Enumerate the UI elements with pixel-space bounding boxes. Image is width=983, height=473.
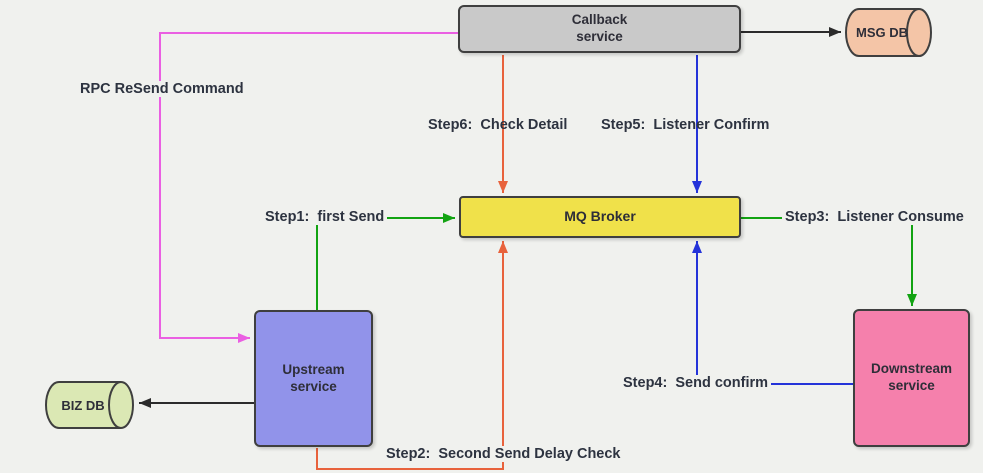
node-msg-db: MSG DB [845, 8, 933, 57]
biz-db-label: BIZ DB [61, 397, 105, 413]
label-step5-listener-confirm: Step5: Listener Confirm [601, 117, 770, 133]
label-step1-first-send: Step1: first Send [262, 209, 388, 225]
cylinder-shape-msg-db [845, 8, 932, 57]
cylinder-shape-biz-db [45, 381, 134, 429]
node-downstream-service: Downstream service [853, 309, 970, 447]
msg-db-label: MSG DB [856, 25, 908, 40]
node-callback-service: Callback service [458, 5, 741, 53]
edge-step3-listener-consume [741, 217, 917, 306]
node-biz-db: BIZ DB [45, 381, 135, 429]
node-mq-broker: MQ Broker [459, 196, 741, 238]
label-step6-check-detail: Step6: Check Detail [428, 117, 568, 133]
edge-step1-first-send [316, 213, 455, 310]
label-rpc-resend-command: RPC ReSend Command [77, 81, 247, 97]
label-step4-send-confirm: Step4: Send confirm [620, 375, 772, 391]
label-step2-second-send-delay-check: Step2: Second Send Delay Check [383, 446, 624, 462]
edge-step2-second-send-delay-check [316, 241, 508, 470]
label-step3-listener-consume: Step3: Listener Consume [782, 209, 967, 225]
node-upstream-service: Upstream service [254, 310, 373, 447]
edge-step4-send-confirm [692, 241, 853, 385]
edge-rpc-resend [159, 32, 458, 343]
